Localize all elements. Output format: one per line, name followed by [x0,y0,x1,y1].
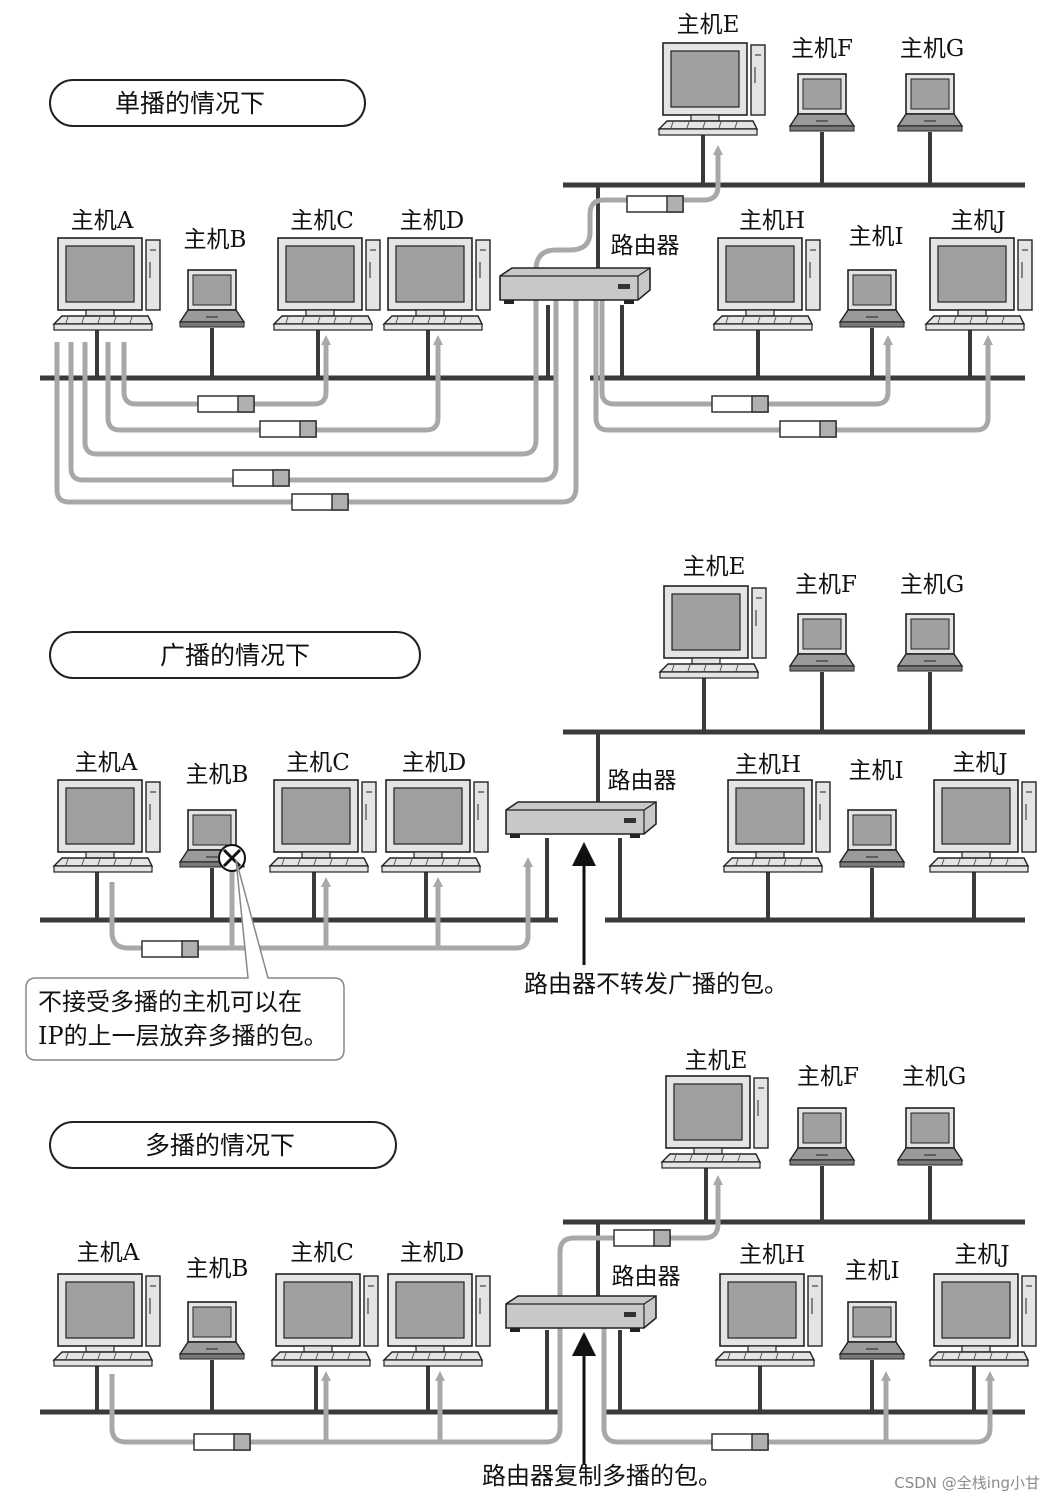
host-a-desktop [52,1273,161,1367]
host-e-label: 主机E [677,12,740,38]
router-device [499,267,651,304]
host-f-label: 主机F [795,572,857,598]
host-j-label: 主机J [954,1242,1009,1268]
panel-title: 单播的情况下 [115,89,265,118]
router-device [505,801,657,838]
host-d-desktop [382,1273,491,1367]
router-label: 路由器 [612,1264,681,1290]
panel-title-box [49,631,421,679]
host-c-desktop [272,237,381,331]
host-j-desktop [928,1273,1037,1367]
host-b-laptop [178,809,246,868]
callout-line-2: IP的上一层放弃多播的包。 [38,1022,328,1050]
host-d-desktop [380,779,489,873]
host-a-desktop [52,779,161,873]
host-h-desktop [714,1273,823,1367]
host-j-desktop [928,779,1037,873]
packet-group [141,940,199,958]
host-c-desktop [270,1273,379,1367]
host-c-label: 主机C [286,750,350,776]
host-f-laptop [788,1107,856,1166]
host-i-label: 主机I [848,224,903,250]
packet-group [193,1229,769,1451]
reject-x-icon [218,844,246,872]
host-g-label: 主机G [900,572,964,598]
callout-box [25,859,345,1061]
host-h-label: 主机H [739,208,805,234]
panel-broadcast: 广播的情况下 [25,554,1037,1061]
host-g-label: 主机G [900,36,964,62]
host-d-label: 主机D [400,1240,464,1266]
host-h-label: 主机H [735,752,801,778]
host-c-desktop [268,779,377,873]
host-a-label: 主机A [75,750,138,776]
panel-title: 广播的情况下 [160,641,310,670]
panel-unicast: 单播的情况下 [40,12,1033,511]
host-i-label: 主机I [844,1258,899,1284]
host-g-laptop [896,613,964,672]
host-d-label: 主机D [400,208,464,234]
router-label: 路由器 [611,233,680,259]
host-a-desktop [52,237,161,331]
host-f-laptop [788,73,856,132]
panel-title-box [49,79,366,127]
host-a-label: 主机A [77,1240,140,1266]
host-d-desktop [382,237,491,331]
caption: 路由器不转发广播的包。 [524,970,788,998]
host-i-label: 主机I [848,758,903,784]
host-b-laptop [178,1301,246,1360]
router-device [505,1295,657,1332]
host-d-label: 主机D [402,750,466,776]
host-e-desktop [657,42,766,136]
router-label: 路由器 [608,768,677,794]
host-g-laptop [896,73,964,132]
caption: 路由器复制多播的包。 [482,1462,722,1490]
host-i-laptop [838,809,906,868]
host-b-label: 主机B [184,227,247,253]
host-c-label: 主机C [290,208,354,234]
host-h-desktop [712,237,821,331]
host-e-label: 主机E [685,1048,748,1074]
packet-group [197,195,837,511]
host-g-laptop [896,1107,964,1166]
host-i-laptop [838,269,906,328]
host-e-desktop [660,1075,769,1169]
host-f-label: 主机F [797,1064,859,1090]
host-b-label: 主机B [186,1256,249,1282]
host-b-laptop [178,269,246,328]
watermark: CSDN @全栈ing小甘 [894,1474,1040,1492]
host-e-desktop [658,585,767,679]
panel-title-box [49,1121,397,1169]
host-f-laptop [788,613,856,672]
host-b-label: 主机B [186,762,249,788]
host-j-label: 主机J [950,208,1005,234]
panel-multicast: 多播的情况下 [40,1048,1037,1490]
host-e-label: 主机E [683,554,746,580]
host-j-label: 主机J [952,750,1007,776]
host-a-label: 主机A [71,208,134,234]
host-j-desktop [924,237,1033,331]
host-f-label: 主机F [791,36,853,62]
host-c-label: 主机C [290,1240,354,1266]
host-g-label: 主机G [902,1064,966,1090]
host-h-desktop [722,779,831,873]
callout-line-1: 不接受多播的主机可以在 [38,988,302,1016]
panel-title: 多播的情况下 [145,1131,295,1160]
host-h-label: 主机H [739,1242,805,1268]
host-i-laptop [838,1301,906,1360]
